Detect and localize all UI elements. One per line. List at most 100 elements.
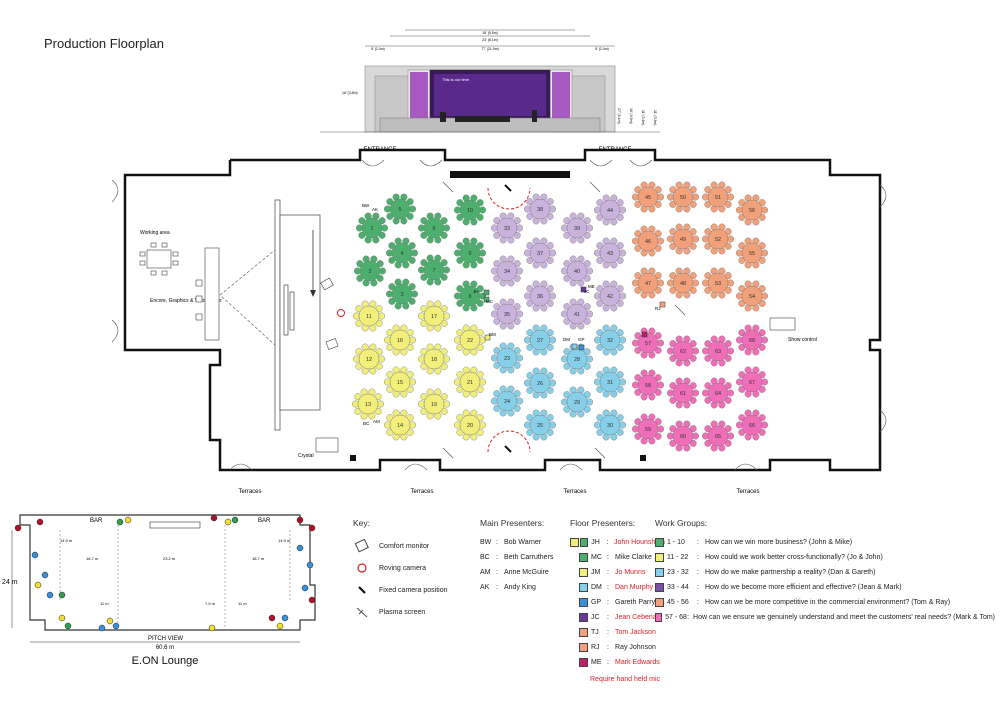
table-top [459,371,481,393]
comfort-monitor-1 [320,277,334,291]
table-number: 48 [680,281,686,287]
lounge-dim-4: 23.2 m [163,556,176,561]
tag-ak: AK [372,207,378,212]
table-number: 10 [467,208,473,214]
table-34: 34 [491,255,524,287]
lounge-marker [14,524,22,532]
table-24: 24 [491,385,524,417]
lounge-marker [106,617,114,625]
table-57: 57 [632,327,665,359]
table-top [637,186,659,208]
table-14: 14 [384,409,417,441]
lounge-width: 60.6 m [156,645,174,651]
table-2: 2 [354,255,387,287]
presenter-code: DM [591,584,602,591]
table-67: 67 [736,366,769,398]
lounge-dim-1: 14.9 m [60,538,73,543]
hand-mic-note: Require hand held mic [590,676,661,683]
table-top [391,283,413,305]
table-17: 17 [418,300,451,332]
table-68: 68 [736,324,769,356]
presenter-name: Mark Edwards [615,659,660,666]
table-60: 60 [667,420,700,452]
presenter-code: AK [480,584,490,591]
lounge-marker [210,514,218,522]
presenter-swatch [579,643,588,652]
table-top [707,272,729,294]
table-top [358,348,380,370]
fixed-camera-top [504,184,512,192]
lounge-marker [124,516,132,524]
table-top [672,186,694,208]
entrance-left-label: ENTRANCE [363,147,396,153]
lounge-marker [301,584,309,592]
table-top [599,199,621,221]
lounge-pitch-view: PITCH VIEW [148,636,183,642]
presenter-name: Jo Munns [615,569,646,576]
page-title: Production Floorplan [44,36,164,51]
table-top [707,340,729,362]
main-presenters-heading: Main Presenters: [480,518,545,528]
table-number: 2 [368,269,371,275]
table-number: 43 [607,251,613,257]
table-number: 62 [680,349,686,355]
table-25: 25 [524,409,557,441]
table-number: 57 [645,341,651,347]
work-group-swatch [655,583,664,592]
table-4: 4 [386,237,419,269]
table-29: 29 [561,386,594,418]
table-number: 8 [468,294,471,300]
table-50: 50 [667,181,700,213]
presenter-swatch [579,553,588,562]
table-number: 39 [574,226,580,232]
table-number: 67 [749,380,755,386]
table-number: 22 [467,338,473,344]
presenter-code: MC [591,554,602,561]
lounge-dim-8: 11 m [238,601,247,606]
table-38: 38 [524,193,557,225]
table-5: 5 [384,193,417,225]
table-top [359,260,381,282]
lounge-marker [112,622,120,630]
presenter-name: Anne McGuire [504,569,549,576]
work-group-swatch [655,598,664,607]
table-number: 56 [749,208,755,214]
table-18: 18 [418,343,451,375]
table-number: 33 [504,226,510,232]
presenter-seat-marker [659,301,666,308]
tag-jc: JC [584,289,590,294]
main-presenter-row: BW:Bob Warner [480,535,570,550]
key-item-plasma-screen: Plasma screen [353,601,473,623]
table-32: 32 [594,324,627,356]
table-40: 40 [561,255,594,287]
table-top [496,217,518,239]
table-44: 44 [594,194,627,226]
room-walls [123,148,882,472]
table-top [391,242,413,264]
tag-rj: RJ [655,306,661,311]
presenter-name: Gareth Parry [615,599,656,606]
table-37: 37 [524,237,557,269]
terrace-label-3: Terraces [563,489,586,495]
table-51: 51 [702,181,735,213]
table-16: 16 [384,324,417,356]
table-number: 32 [607,338,613,344]
stage-screen-text: This is our time [442,77,470,82]
table-top [707,425,729,447]
table-top [423,217,445,239]
stage-front [450,171,570,178]
table-number: 40 [574,269,580,275]
work-group-range: 33 - 44 [667,584,689,591]
table-top [496,390,518,412]
lounge-bar-left: BAR [90,518,103,524]
table-41: 41 [561,298,594,330]
table-number: 21 [467,380,473,386]
table-top [741,242,763,264]
tag-me: ME [588,284,595,289]
table-top [637,332,659,354]
presenter-name: Mike Clarke [615,554,652,561]
presenter-name: Andy King [504,584,536,591]
table-top [459,414,481,436]
roving-camera-marker [337,309,345,317]
table-number: 59 [645,427,651,433]
